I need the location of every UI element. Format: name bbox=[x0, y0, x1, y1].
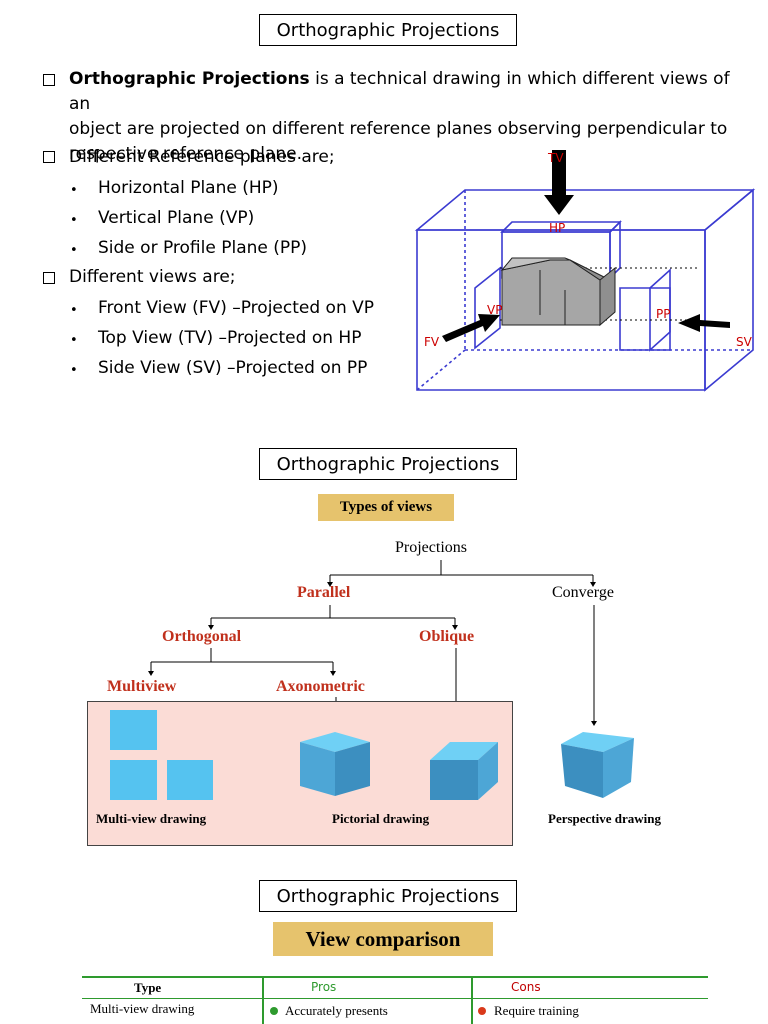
checkbox-bullet-icon bbox=[43, 151, 55, 163]
bullet-dot-icon: • bbox=[70, 333, 78, 348]
definition-text-2: object are projected on different refere… bbox=[69, 119, 728, 139]
tree-node-orthogonal: Orthogonal bbox=[162, 628, 242, 645]
axonometric-cube bbox=[300, 732, 370, 796]
pp-label: PP bbox=[656, 307, 671, 321]
front-view-arrow-icon bbox=[442, 314, 500, 342]
slide2-title: Orthographic Projections bbox=[259, 448, 517, 480]
definition-text-3: respective reference plane. bbox=[69, 144, 302, 164]
table-cell-cons: Require training bbox=[494, 1003, 579, 1018]
table-top-rule bbox=[82, 976, 708, 978]
top-view-arrow-icon bbox=[544, 150, 574, 215]
caption-pictorial: Pictorial drawing bbox=[332, 811, 430, 826]
table-cell-type: Multi-view drawing bbox=[90, 1001, 195, 1016]
slide3-title: Orthographic Projections bbox=[259, 880, 517, 912]
tree-node-parallel: Parallel bbox=[297, 584, 351, 601]
view-item: Side View (SV) –Projected on PP bbox=[98, 358, 368, 378]
tree-node-converge: Converge bbox=[552, 584, 614, 601]
cons-bullet-icon bbox=[478, 1007, 486, 1015]
tree-root-projections: Projections bbox=[395, 539, 467, 556]
table-header-type: Type bbox=[134, 980, 162, 995]
multiview-square-side bbox=[167, 760, 213, 800]
comparison-table: Type Pros Cons Multi-view drawing Accura… bbox=[82, 976, 708, 1024]
table-cell-pros: Accurately presents bbox=[285, 1003, 388, 1018]
multiview-square-front bbox=[110, 760, 157, 800]
plane-item: Side or Profile Plane (PP) bbox=[98, 238, 308, 258]
table-header-rule bbox=[82, 998, 708, 999]
bullet-dot-icon: • bbox=[70, 213, 78, 228]
table-column-divider bbox=[262, 976, 264, 1024]
view-item: Front View (FV) –Projected on VP bbox=[98, 298, 375, 318]
table-header-pros: Pros bbox=[311, 980, 337, 994]
definition-term: Orthographic Projections bbox=[69, 69, 310, 89]
views-heading: Different views are; bbox=[69, 267, 236, 287]
definition-paragraph: Orthographic Projections is a technical … bbox=[69, 67, 749, 167]
pros-bullet-icon bbox=[270, 1007, 278, 1015]
sv-label: SV bbox=[736, 335, 752, 349]
tree-node-multiview: Multiview bbox=[107, 678, 177, 695]
projection-tree-lines bbox=[148, 560, 597, 734]
fv-label: FV bbox=[424, 335, 440, 349]
caption-multi-view: Multi-view drawing bbox=[96, 811, 207, 826]
caption-perspective: Perspective drawing bbox=[548, 811, 662, 826]
vp-label: VP bbox=[487, 303, 503, 317]
view-item: Top View (TV) –Projected on HP bbox=[98, 328, 362, 348]
projection-planes-diagram bbox=[414, 150, 756, 392]
view-comparison-tag: View comparison bbox=[273, 922, 493, 956]
bullet-dot-icon: • bbox=[70, 183, 78, 198]
plane-item: Horizontal Plane (HP) bbox=[98, 178, 279, 198]
side-view-arrow-icon bbox=[678, 314, 730, 332]
bullet-dot-icon: • bbox=[70, 303, 78, 318]
checkbox-bullet-icon bbox=[43, 74, 55, 86]
bullet-dot-icon: • bbox=[70, 363, 78, 378]
oblique-cube bbox=[430, 742, 498, 800]
table-header-cons: Cons bbox=[511, 980, 541, 994]
tv-label: TV bbox=[548, 151, 564, 165]
planes-heading: Different Reference planes are; bbox=[69, 147, 335, 167]
hp-label: HP bbox=[549, 221, 566, 235]
types-of-views-tag: Types of views bbox=[318, 494, 454, 521]
bullet-dot-icon: • bbox=[70, 243, 78, 258]
tree-node-axonometric: Axonometric bbox=[276, 678, 365, 695]
perspective-cube bbox=[561, 732, 634, 798]
tree-node-oblique: Oblique bbox=[419, 628, 475, 645]
checkbox-bullet-icon bbox=[43, 272, 55, 284]
multiview-square-top bbox=[110, 710, 157, 750]
plane-item: Vertical Plane (VP) bbox=[98, 208, 255, 228]
table-column-divider bbox=[471, 976, 473, 1024]
slide1-title: Orthographic Projections bbox=[259, 14, 517, 46]
definition-text-1: is a technical drawing in which differen… bbox=[69, 69, 730, 114]
